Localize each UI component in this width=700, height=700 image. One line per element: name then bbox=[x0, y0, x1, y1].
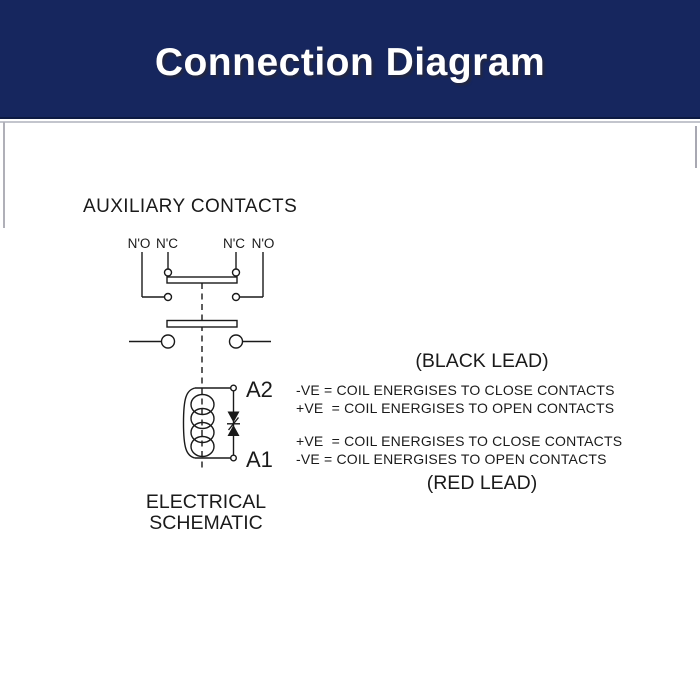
terminal-node-a1 bbox=[229, 454, 237, 462]
contact-bar-lower bbox=[166, 319, 238, 328]
coil-left-arc bbox=[182, 387, 196, 459]
pin-label-right-inner: N'C bbox=[223, 236, 245, 251]
red-lead-note-2: -VE = COIL ENERGISES TO OPEN CONTACTS bbox=[296, 451, 607, 467]
black-lead-note-1: -VE = COIL ENERGISES TO CLOSE CONTACTS bbox=[296, 382, 615, 398]
scan-border-right bbox=[695, 126, 697, 168]
coil-symbol: A2 A1 bbox=[182, 377, 273, 472]
pin-label-left-inner: N'C bbox=[156, 236, 178, 251]
contact-pin-labels: N'O N'C N'C N'O bbox=[128, 236, 275, 251]
pin-label-left-outer: N'O bbox=[128, 236, 151, 251]
schematic-caption-line2: SCHEMATIC bbox=[149, 511, 263, 534]
black-lead-title: (BLACK LEAD) bbox=[415, 350, 549, 372]
red-lead-title: (RED LEAD) bbox=[426, 472, 538, 494]
auxiliary-contacts-title: AUXILIARY CONTACTS bbox=[83, 196, 298, 217]
main-contact-right bbox=[228, 334, 244, 349]
red-lead-note-1: +VE = COIL ENERGISES TO CLOSE CONTACTS bbox=[296, 433, 623, 449]
scan-border-top bbox=[0, 121, 700, 123]
main-contact-left bbox=[160, 334, 176, 349]
terminal-label-a1: A1 bbox=[246, 447, 273, 472]
schematic-caption: ELECTRICAL SCHEMATIC bbox=[116, 492, 296, 533]
header-banner: Connection Diagram bbox=[0, 0, 700, 119]
polarity-notes: (BLACK LEAD) -VE = COIL ENERGISES TO CLO… bbox=[296, 349, 668, 495]
contact-bar-upper bbox=[166, 276, 238, 284]
pin-label-right-outer: N'O bbox=[252, 236, 275, 251]
auxiliary-contacts-symbol bbox=[129, 252, 271, 349]
notes-spacer bbox=[296, 417, 668, 432]
terminal-label-a2: A2 bbox=[246, 377, 273, 402]
electrical-schematic-drawing: N'O N'C N'C N'O bbox=[128, 236, 275, 472]
schematic-caption-line1: ELECTRICAL bbox=[145, 491, 267, 513]
page-title: Connection Diagram bbox=[154, 41, 546, 84]
terminal-node-a2 bbox=[229, 384, 237, 392]
black-lead-note-2: +VE = COIL ENERGISES TO OPEN CONTACTS bbox=[296, 400, 615, 416]
coil-winding bbox=[190, 393, 215, 458]
suppressor-diode-symbol bbox=[227, 411, 240, 436]
scan-border-left bbox=[3, 122, 5, 228]
